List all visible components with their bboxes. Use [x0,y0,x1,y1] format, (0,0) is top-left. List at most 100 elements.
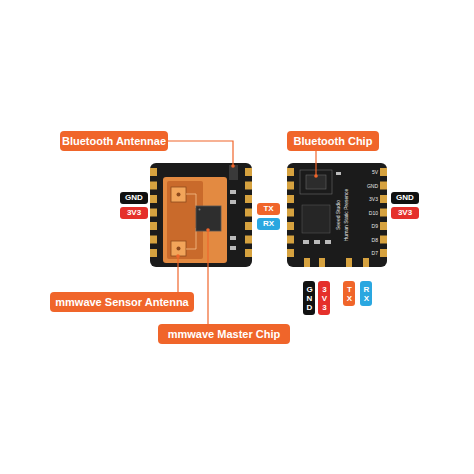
leader-dot [176,254,180,258]
pad [287,249,294,257]
silkscreen-label: D8 [356,237,378,243]
pad [245,168,252,176]
pin-tag: GND [120,192,148,204]
silkscreen-label: D7 [356,250,378,256]
pad [150,182,157,190]
pin-tag: RX [360,281,372,306]
antenna-feed [177,247,181,251]
radar-chip [196,206,221,231]
leader-dots [176,164,318,258]
pin1-mark [199,209,201,211]
pin-tag: GND [303,281,315,315]
pad [287,209,294,217]
pin-tag: TX [343,281,355,306]
node-text: 3V3 [320,285,328,312]
node-text: mmwave Master Chip [168,329,280,340]
smd-part [336,172,341,175]
node-text: Bluetooth Chip [294,136,373,147]
pad [380,249,387,257]
silkscreen-label: D10 [356,210,378,216]
silkscreen-label: GND [356,183,378,189]
node-text: mmwave Sensor Antenna [55,297,188,308]
antenna-patch [171,241,186,256]
pad [150,195,157,203]
smd-part [325,240,331,244]
leader-line [315,151,316,176]
bottom-pad [304,258,310,267]
pad [287,222,294,230]
antenna-trace [186,194,196,249]
pad [380,209,387,217]
antenna-feed [177,193,181,197]
node-text: Bluetooth Antennae [62,136,166,147]
pin-tag: 3V3 [391,207,419,219]
leader-dot [206,228,210,232]
callout-box: Bluetooth Antennae [60,131,168,151]
right-board [287,163,387,267]
pin-tag: 3V3 [318,281,330,315]
pin-tag: 3V3 [120,207,148,219]
node-text: TX [345,285,353,303]
pad [287,168,294,176]
silkscreen-label: 5V [356,169,378,175]
pad [150,249,157,257]
ic-package [302,205,330,233]
node-text: 3V3 [127,209,141,217]
bluetooth-chip [306,175,326,189]
smd-part [303,240,309,244]
pad [245,249,252,257]
pad [380,182,387,190]
pad [287,182,294,190]
silkscreen-label: Human Static Presence [343,189,349,242]
pad [245,195,252,203]
callout-box: mmwave Master Chip [158,324,290,344]
pad [150,236,157,244]
leader-line [207,230,208,324]
pad [245,182,252,190]
pin-tag: TX [257,203,280,215]
pin-tag: GND [391,192,419,204]
bottom-pad [346,258,352,267]
antenna-region [163,177,227,263]
node-text: RX [362,285,370,303]
node-text: 3V3 [398,209,412,217]
pad [380,222,387,230]
pcb-body [287,163,387,267]
node-text: GND [305,285,313,312]
castellated-pads [287,168,387,257]
bottom-pad [319,258,325,267]
pad [245,209,252,217]
smd-part [314,240,320,244]
leader-line [177,256,178,292]
silkscreen-label: D9 [356,223,378,229]
node-text: TX [263,205,273,213]
pin-tag: RX [257,218,280,230]
node-text: RX [263,220,274,228]
pad [380,236,387,244]
callout-box: mmwave Sensor Antenna [50,292,194,312]
bottom-pad [363,258,369,267]
smd-part [230,200,236,204]
pad [287,195,294,203]
pcb-body [150,163,252,267]
callout-box: Bluetooth Chip [287,131,379,151]
silkscreen-label: 3V3 [356,196,378,202]
smd-part [230,236,236,240]
pad [287,236,294,244]
pad [150,168,157,176]
leader-dot [231,164,235,168]
antenna-patch [171,187,186,202]
pad [150,209,157,217]
pad [245,236,252,244]
pad [150,222,157,230]
left-board [150,163,252,267]
pad [380,195,387,203]
pad [380,168,387,176]
smd-part [230,246,236,250]
leader-dot [314,174,318,178]
node-text: GND [396,194,414,202]
pad [245,222,252,230]
node-text: GND [125,194,143,202]
